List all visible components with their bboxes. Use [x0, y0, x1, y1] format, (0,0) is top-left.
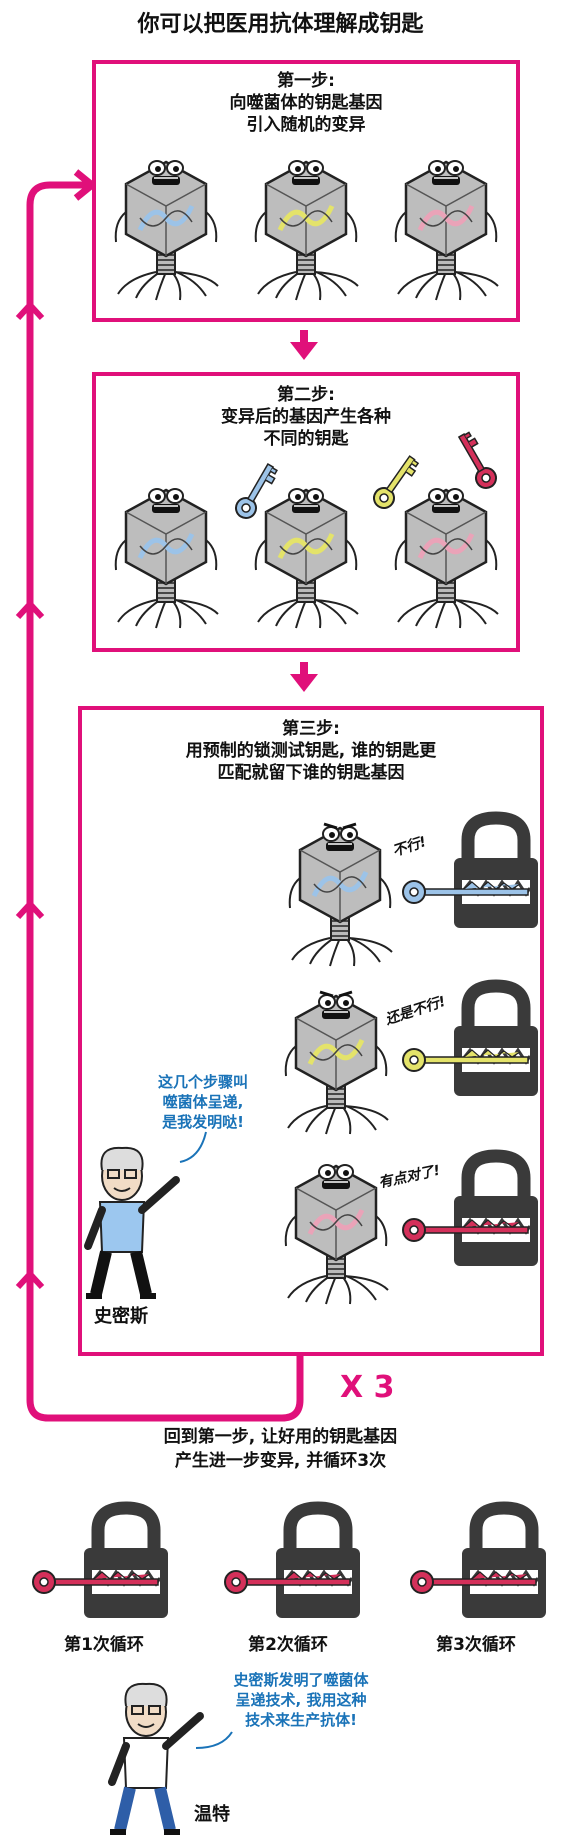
phage-icon-2a [114, 488, 219, 629]
lock-icon-3 [402, 1149, 538, 1266]
key-icon-blue [235, 463, 278, 519]
lock-icon-1 [402, 811, 538, 928]
cycle-label-1: 第1次循环 [64, 1635, 144, 1655]
smith-bubble-tail [179, 1131, 207, 1163]
repeat-line1: 回到第一步, 让好用的钥匙基因 [163, 1427, 398, 1447]
step3-title: 第三步: [282, 719, 340, 739]
phage-icon-1c [394, 160, 499, 301]
step1-line2: 引入随机的变异 [246, 115, 366, 135]
phage-icon-3a [288, 822, 393, 967]
winter-bubble-tail [195, 1731, 233, 1749]
lock-icon-2 [402, 979, 538, 1096]
step2-line2: 不同的钥匙 [263, 429, 349, 449]
person-icon-smith [84, 1146, 180, 1299]
cycle-label-2: 第2次循环 [248, 1635, 328, 1655]
lock-icon-cycle-1 [32, 1501, 168, 1618]
repeat-line2: 产生进一步变异, 并循环3次 [174, 1451, 387, 1471]
lock-icon-cycle-3 [410, 1501, 546, 1618]
key-icon-red [457, 431, 497, 489]
step1-title: 第一步: [277, 71, 335, 91]
repeat-mark: X 3 [340, 1370, 395, 1405]
key-icon-yellow [373, 455, 420, 509]
phage-icon-3c [284, 1164, 389, 1305]
phage-icon-2b [254, 488, 359, 629]
step1-line1: 向噬菌体的钥匙基因 [229, 93, 383, 113]
smith-name: 史密斯 [94, 1306, 148, 1327]
winter-speech: 史密斯发明了噬菌体 呈递技术, 我用这种 技术来生产抗体! [233, 1671, 369, 1729]
step3-line2: 匹配就留下谁的钥匙基因 [217, 763, 405, 783]
page-title: 你可以把医用抗体理解成钥匙 [137, 12, 424, 37]
phage-icon-1a [114, 160, 219, 301]
lock-icon-cycle-2 [224, 1501, 360, 1618]
phage-icon-2c [394, 488, 499, 629]
smith-speech: 这几个步骤叫 噬菌体呈递, 是我发明哒! [157, 1073, 248, 1131]
step3-line1: 用预制的锁测试钥匙, 谁的钥匙更 [185, 741, 437, 761]
cycle-label-3: 第3次循环 [436, 1635, 516, 1655]
winter-name: 温特 [194, 1804, 230, 1825]
step2-line1: 变异后的基因产生各种 [221, 407, 391, 427]
person-icon-winter [108, 1682, 204, 1835]
step2-title: 第二步: [277, 385, 335, 405]
phage-icon-1b [254, 160, 359, 301]
phage-icon-3b [284, 990, 389, 1135]
